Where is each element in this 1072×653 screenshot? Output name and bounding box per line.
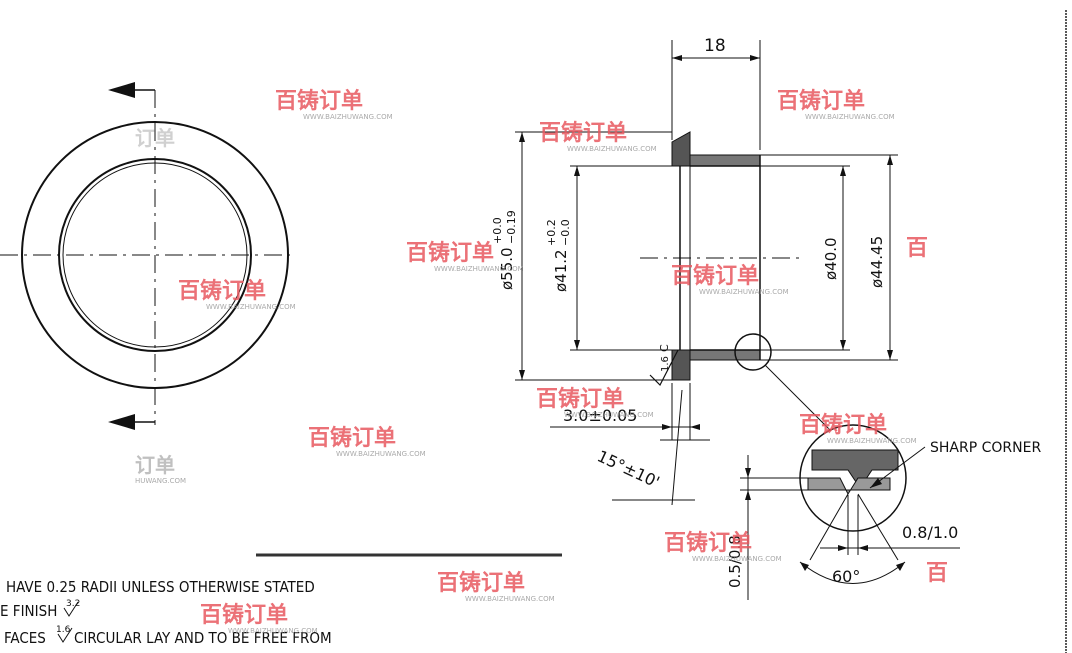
flange-top-hatch (671, 131, 691, 167)
watermark-8: 百铸订单 WWW.BAIZHUWANG.COM (799, 412, 917, 445)
note-line-1: HAVE 0.25 RADII UNLESS OTHERWISE STATED (6, 578, 315, 596)
watermark-2-brand: 百铸订单 (777, 88, 865, 114)
detail-note: SHARP CORNER (930, 440, 1041, 456)
end-view (0, 82, 290, 430)
watermark-3: 百铸订单 WWW.BAIZHUWANG.COM (539, 120, 657, 153)
watermark-8-brand: 百铸订单 (799, 412, 887, 438)
watermark-1-brand: 百铸订单 (275, 88, 363, 114)
note-line-3a: FACES (4, 629, 46, 647)
watermark-9-brand: 百铸订单 (308, 425, 396, 451)
watermark-4: 百铸订单 WWW.BAIZHUWANG.COM (406, 240, 524, 273)
watermark-partial-1: 订单 (135, 126, 175, 150)
dim-flange-thickness: 18 (704, 36, 726, 56)
watermark-partial-2-url: HUWANG.COM (135, 477, 186, 485)
watermark-2-url: WWW.BAIZHUWANG.COM (805, 113, 895, 121)
watermark-6: 百铸订单 WWW.BAIZHUWANG.COM (178, 278, 296, 311)
dim-outer-tol-lower: −0.19 (505, 210, 518, 244)
watermark-12-brand: 百铸订单 (200, 602, 288, 628)
watermark-1: 百铸订单 WWW.BAIZHUWANG.COM (275, 88, 393, 121)
watermark-3-brand: 百铸订单 (539, 120, 627, 146)
watermark-partial-2: 订单 HUWANG.COM (135, 453, 186, 485)
watermark-7-brand: 百铸订单 (536, 386, 624, 412)
dim-outer-dia-group: ø55.0 +0.0 −0.19 (491, 210, 518, 290)
watermark-edge-2: 百 (926, 561, 948, 586)
watermark-7: 百铸订单 WWW.BAIZHUWANG.COM (536, 386, 654, 419)
dim-outer-dia: ø55.0 (498, 247, 516, 290)
dim-flange-height: 3.0±0.05 (563, 406, 637, 425)
watermark-10-url: WWW.BAIZHUWANG.COM (692, 555, 782, 563)
flange-bottom-hatch (671, 349, 691, 381)
dim-angle-tol: 15°±10' (594, 446, 662, 491)
dim-bore-tol-upper: +0.2 (545, 219, 558, 246)
watermark-4-brand: 百铸订单 (406, 240, 494, 266)
watermark-partial-1-brand: 订单 (135, 126, 175, 150)
watermark-5-brand: 百铸订单 (671, 263, 759, 289)
finish-symbol-2-icon (57, 627, 73, 643)
note-line-2: E FINISH (0, 602, 57, 620)
watermark-9: 百铸订单 WWW.BAIZHUWANG.COM (308, 425, 426, 458)
watermark-4-url: WWW.BAIZHUWANG.COM (434, 265, 524, 273)
chamfer-label: C (658, 344, 671, 352)
watermark-5: 百铸订单 WWW.BAIZHUWANG.COM (671, 263, 789, 296)
section-view (515, 40, 898, 506)
watermark-5-url: WWW.BAIZHUWANG.COM (699, 288, 789, 296)
finish-symbol-2-value: 1.6 (56, 625, 71, 635)
watermark-10-brand: 百铸订单 (664, 530, 752, 556)
detail-view (740, 424, 960, 600)
watermark-3-url: WWW.BAIZHUWANG.COM (567, 145, 657, 153)
watermark-partial-2-brand: 订单 (135, 453, 175, 477)
watermark-2: 百铸订单 WWW.BAIZHUWANG.COM (777, 88, 895, 121)
watermark-11-brand: 百铸订单 (437, 570, 525, 596)
watermark-6-url: WWW.BAIZHUWANG.COM (206, 303, 296, 311)
watermark-9-url: WWW.BAIZHUWANG.COM (336, 450, 426, 458)
finish-symbol-1-icon (63, 601, 79, 617)
watermark-12-url: WWW.BAIZHUWANG.COM (228, 627, 318, 635)
watermark-1-url: WWW.BAIZHUWANG.COM (303, 113, 393, 121)
detail-angle: 60° (832, 567, 860, 586)
watermark-10: 百铸订单 WWW.BAIZHUWANG.COM (664, 530, 782, 563)
watermark-edge-1: 百 (906, 236, 928, 261)
note-line-3b: CIRCULAR LAY AND TO BE FREE FROM (74, 629, 332, 647)
detail-width: 0.8/1.0 (902, 523, 958, 542)
detail-depth: 0.5/0.8 (726, 535, 744, 588)
finish-symbol-1-value: 3.2 (66, 599, 80, 609)
watermark-8-url: WWW.BAIZHUWANG.COM (827, 437, 917, 445)
dim-shoulder-dia: ø44.45 (868, 236, 886, 288)
watermark-11: 百铸订单 WWW.BAIZHUWANG.COM (437, 570, 555, 603)
watermark-12: 百铸订单 WWW.BAIZHUWANG.COM (200, 602, 318, 635)
watermark-7-url: WWW.BAIZHUWANG.COM (564, 411, 654, 419)
watermark-6-brand: 百铸订单 (178, 278, 266, 304)
watermark-11-url: WWW.BAIZHUWANG.COM (465, 595, 555, 603)
dim-bore-tol-lower: −0.0 (559, 219, 572, 246)
watermarks: 百铸订单 WWW.BAIZHUWANG.COM 百铸订单 WWW.BAIZHUW… (135, 88, 948, 635)
dim-inner-dia: ø40.0 (822, 237, 840, 280)
chamfer-finish: 1.6 (660, 356, 671, 372)
dim-bore-dia: ø41.2 (552, 249, 570, 292)
dim-outer-tol-upper: +0.0 (491, 217, 504, 244)
dim-bore-dia-group: ø41.2 +0.2 −0.0 (545, 219, 572, 292)
